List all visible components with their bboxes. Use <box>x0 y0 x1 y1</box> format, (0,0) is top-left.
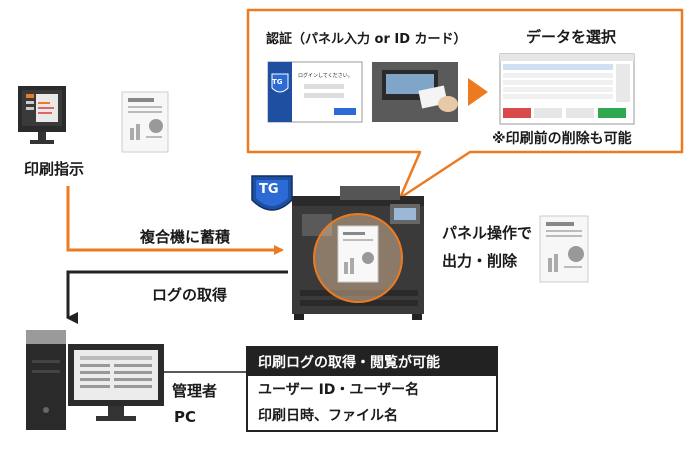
select-data-label: データを選択 <box>526 28 617 46</box>
log-info-header: 印刷ログの取得・閲覧が可能 <box>248 348 496 376</box>
client-monitor <box>18 86 66 144</box>
log-info-row-date: 印刷日時、ファイル名 <box>258 408 398 424</box>
output-document-icon <box>539 215 589 283</box>
step-arrow-icon <box>468 78 488 106</box>
login-screen-logo: TG <box>272 78 283 86</box>
store-label: 複合機に蓄積 <box>140 228 231 246</box>
admin-monitor <box>68 344 164 421</box>
print-instruction-label: 印刷指示 <box>24 160 85 178</box>
auth-label: 認証（パネル入力 or ID カード） <box>266 32 467 47</box>
data-select-screen <box>499 53 635 125</box>
admin-tower <box>26 330 66 430</box>
pc-label: PC <box>174 408 197 426</box>
multifunction-printer <box>292 186 424 320</box>
log-label: ログの取得 <box>152 286 228 304</box>
admin-label: 管理者 <box>172 382 218 400</box>
panel-operation-label-2: 出力・削除 <box>442 252 518 270</box>
log-arrow <box>66 270 288 324</box>
log-info-row-user: ユーザー ID・ユーザー名 <box>258 382 420 398</box>
tg-logo-text: TG <box>259 182 279 197</box>
id-card-reader <box>372 62 458 122</box>
tg-logo-icon <box>251 175 293 211</box>
login-screen <box>267 61 363 123</box>
panel-operation-label-1: パネル操作で <box>442 224 533 242</box>
login-screen-prompt: ログインしてください。 <box>298 73 353 79</box>
store-arrow <box>66 186 284 255</box>
pre-print-delete-note: ※印刷前の削除も可能 <box>492 131 632 147</box>
log-info-box: 印刷ログの取得・閲覧が可能 ユーザー ID・ユーザー名 印刷日時、ファイル名 <box>246 346 498 432</box>
document-icon <box>121 91 169 153</box>
